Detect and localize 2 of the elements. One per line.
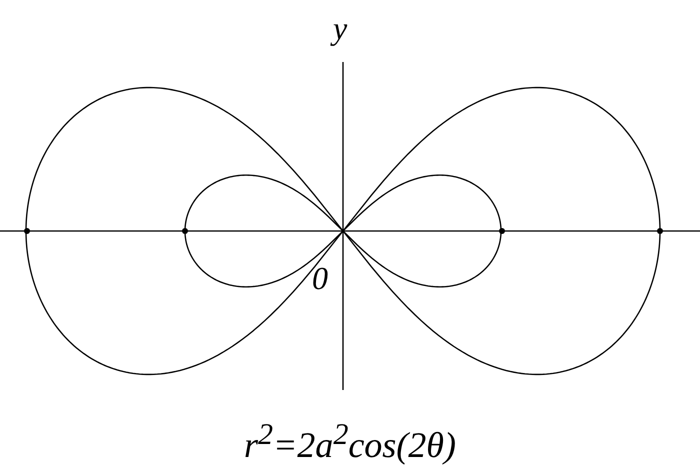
origin-label: 0 <box>312 262 328 294</box>
formula-caption: r$^{2}$=2a$^{2}$cos(2θ) <box>244 420 456 463</box>
